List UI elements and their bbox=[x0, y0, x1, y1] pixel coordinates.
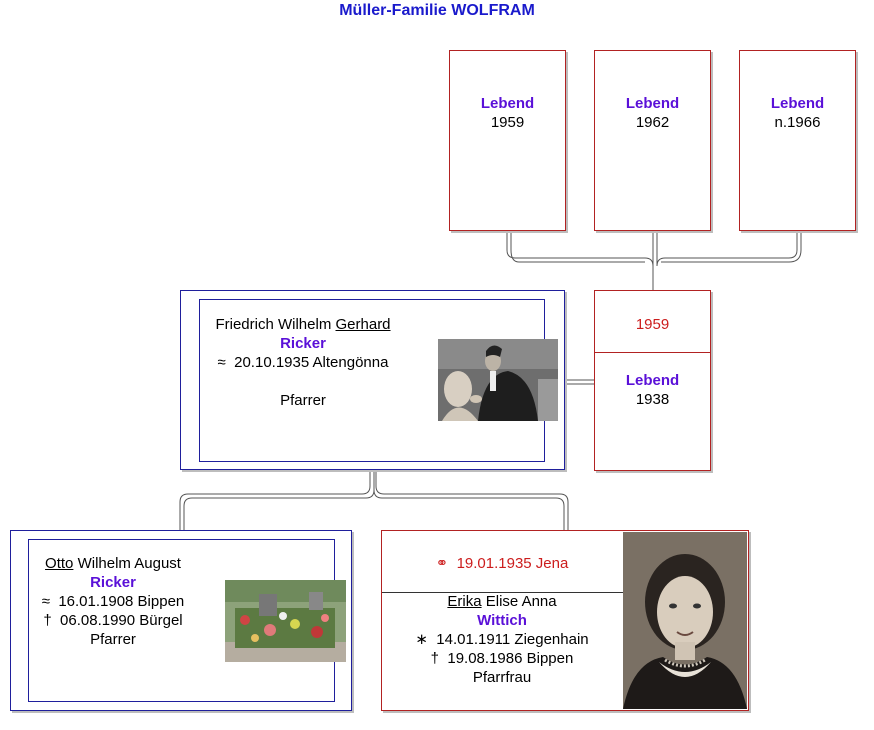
grandfather-surname: Ricker bbox=[90, 574, 136, 591]
grandfather-occupation: Pfarrer bbox=[90, 631, 136, 648]
cross-icon: † bbox=[43, 612, 52, 629]
spouse-card[interactable]: 1959 Lebend 1938 bbox=[594, 290, 711, 471]
child-card-1[interactable]: Lebend 1959 bbox=[449, 50, 566, 231]
grandmother-given-names: Erika Elise Anna bbox=[447, 593, 557, 610]
grandfather-card[interactable]: Otto Wilhelm August Ricker ≈ 16.01.1908 … bbox=[10, 530, 352, 711]
child-status: Lebend bbox=[625, 95, 680, 112]
grandparents-marriage: ⚭ 19.01.1935 Jena bbox=[435, 555, 569, 572]
child-card-2[interactable]: Lebend 1962 bbox=[594, 50, 711, 231]
grave-photo bbox=[225, 580, 346, 662]
father-surname: Ricker bbox=[280, 335, 326, 352]
child-year: 1959 bbox=[490, 114, 525, 131]
marriage-year: 1959 bbox=[635, 316, 670, 333]
father-given-names: Friedrich Wilhelm Gerhard bbox=[215, 316, 391, 333]
grandmother-surname: Wittich bbox=[477, 612, 527, 629]
spouse-year: 1938 bbox=[635, 391, 670, 408]
child-status: Lebend bbox=[480, 95, 535, 112]
father-card[interactable]: Friedrich Wilhelm Gerhard Ricker ≈ 20.10… bbox=[180, 290, 565, 470]
child-status: Lebend bbox=[770, 95, 825, 112]
grandmother-card[interactable]: ⚭ 19.01.1935 Jena Erika Elise Anna Witti… bbox=[381, 530, 749, 711]
child-card-3[interactable]: Lebend n.1966 bbox=[739, 50, 856, 231]
cross-icon: † bbox=[430, 650, 440, 667]
birth-star-icon: ∗ bbox=[415, 631, 428, 648]
baptism-icon: ≈ bbox=[217, 354, 226, 371]
father-couple-photo bbox=[438, 339, 558, 421]
spouse-status: Lebend bbox=[625, 372, 680, 389]
grandmother-divider bbox=[382, 592, 623, 593]
child-year: n.1966 bbox=[774, 114, 821, 131]
spouse-divider bbox=[595, 352, 710, 353]
grandfather-given-names: Otto Wilhelm August bbox=[45, 555, 181, 572]
father-birth: ≈ 20.10.1935 Altengönna bbox=[217, 354, 389, 371]
grandfather-death: † 06.08.1990 Bürgel bbox=[43, 612, 183, 629]
father-occupation: Pfarrer bbox=[280, 392, 326, 409]
grandfather-birth: ≈ 16.01.1908 Bippen bbox=[41, 593, 185, 610]
baptism-icon: ≈ bbox=[41, 593, 50, 610]
grandmother-death: † 19.08.1986 Bippen bbox=[430, 650, 574, 667]
page-title: Müller-Familie WOLFRAM bbox=[339, 2, 535, 19]
grandmother-birth: ∗ 14.01.1911 Ziegenhain bbox=[415, 631, 589, 648]
marriage-rings-icon: ⚭ bbox=[435, 555, 449, 572]
grandmother-occupation: Pfarrfrau bbox=[472, 669, 532, 686]
child-year: 1962 bbox=[635, 114, 670, 131]
grandmother-portrait-photo bbox=[623, 532, 747, 709]
